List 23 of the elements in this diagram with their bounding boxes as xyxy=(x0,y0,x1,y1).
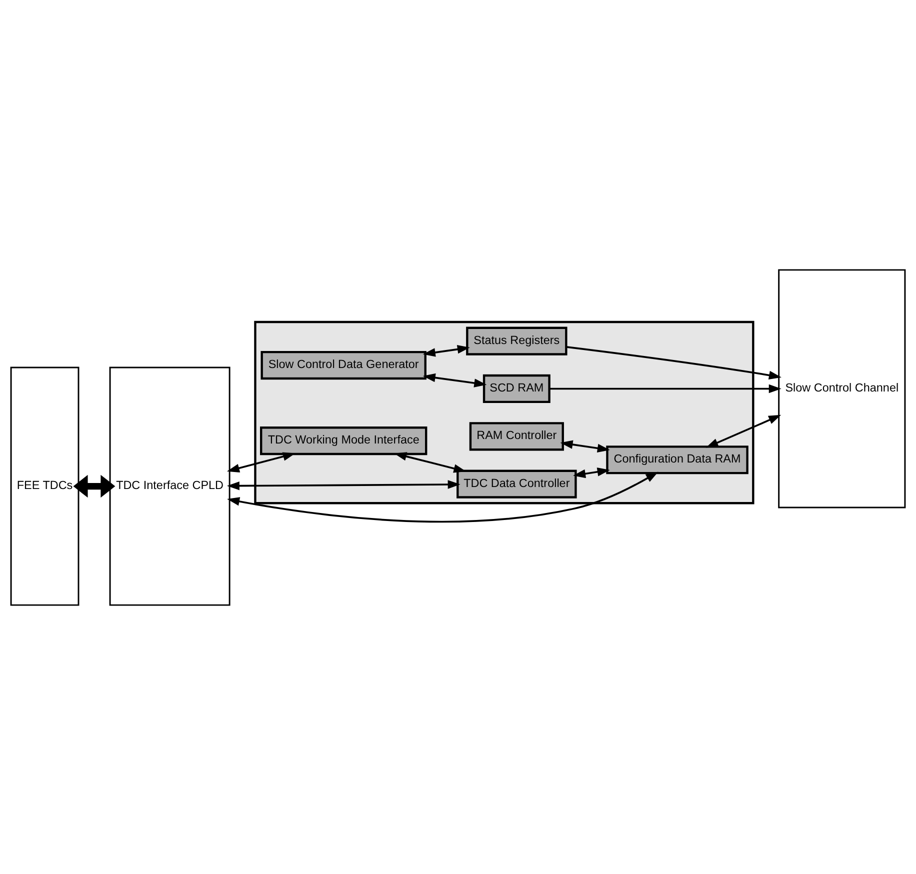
arrow xyxy=(226,480,460,490)
cluster xyxy=(254,320,754,504)
node-box: FEE TDCs xyxy=(10,366,80,606)
node-box: Slow Control Data Generator xyxy=(260,350,426,380)
arrow xyxy=(549,384,782,393)
node-box: Slow Control Channel xyxy=(778,268,906,508)
arrow xyxy=(573,467,610,478)
node-box: SCD RAM xyxy=(482,374,550,403)
node-box: TDC Working Mode Interface xyxy=(260,426,428,455)
arrow xyxy=(560,440,610,452)
arrow xyxy=(394,452,466,472)
arrow xyxy=(566,346,782,380)
node-box: Status Registers xyxy=(466,326,568,355)
arrow xyxy=(226,452,296,472)
arrow xyxy=(422,372,487,387)
arrow xyxy=(73,474,116,498)
arrow xyxy=(422,344,470,356)
node-box: Configuration Data RAM xyxy=(606,445,748,474)
node-box: TDC Data Controller xyxy=(456,469,577,498)
node-box: TDC Interface CPLD xyxy=(109,366,230,606)
node-box: RAM Controller xyxy=(469,422,564,450)
arrow xyxy=(227,471,658,522)
arrow xyxy=(706,414,782,448)
